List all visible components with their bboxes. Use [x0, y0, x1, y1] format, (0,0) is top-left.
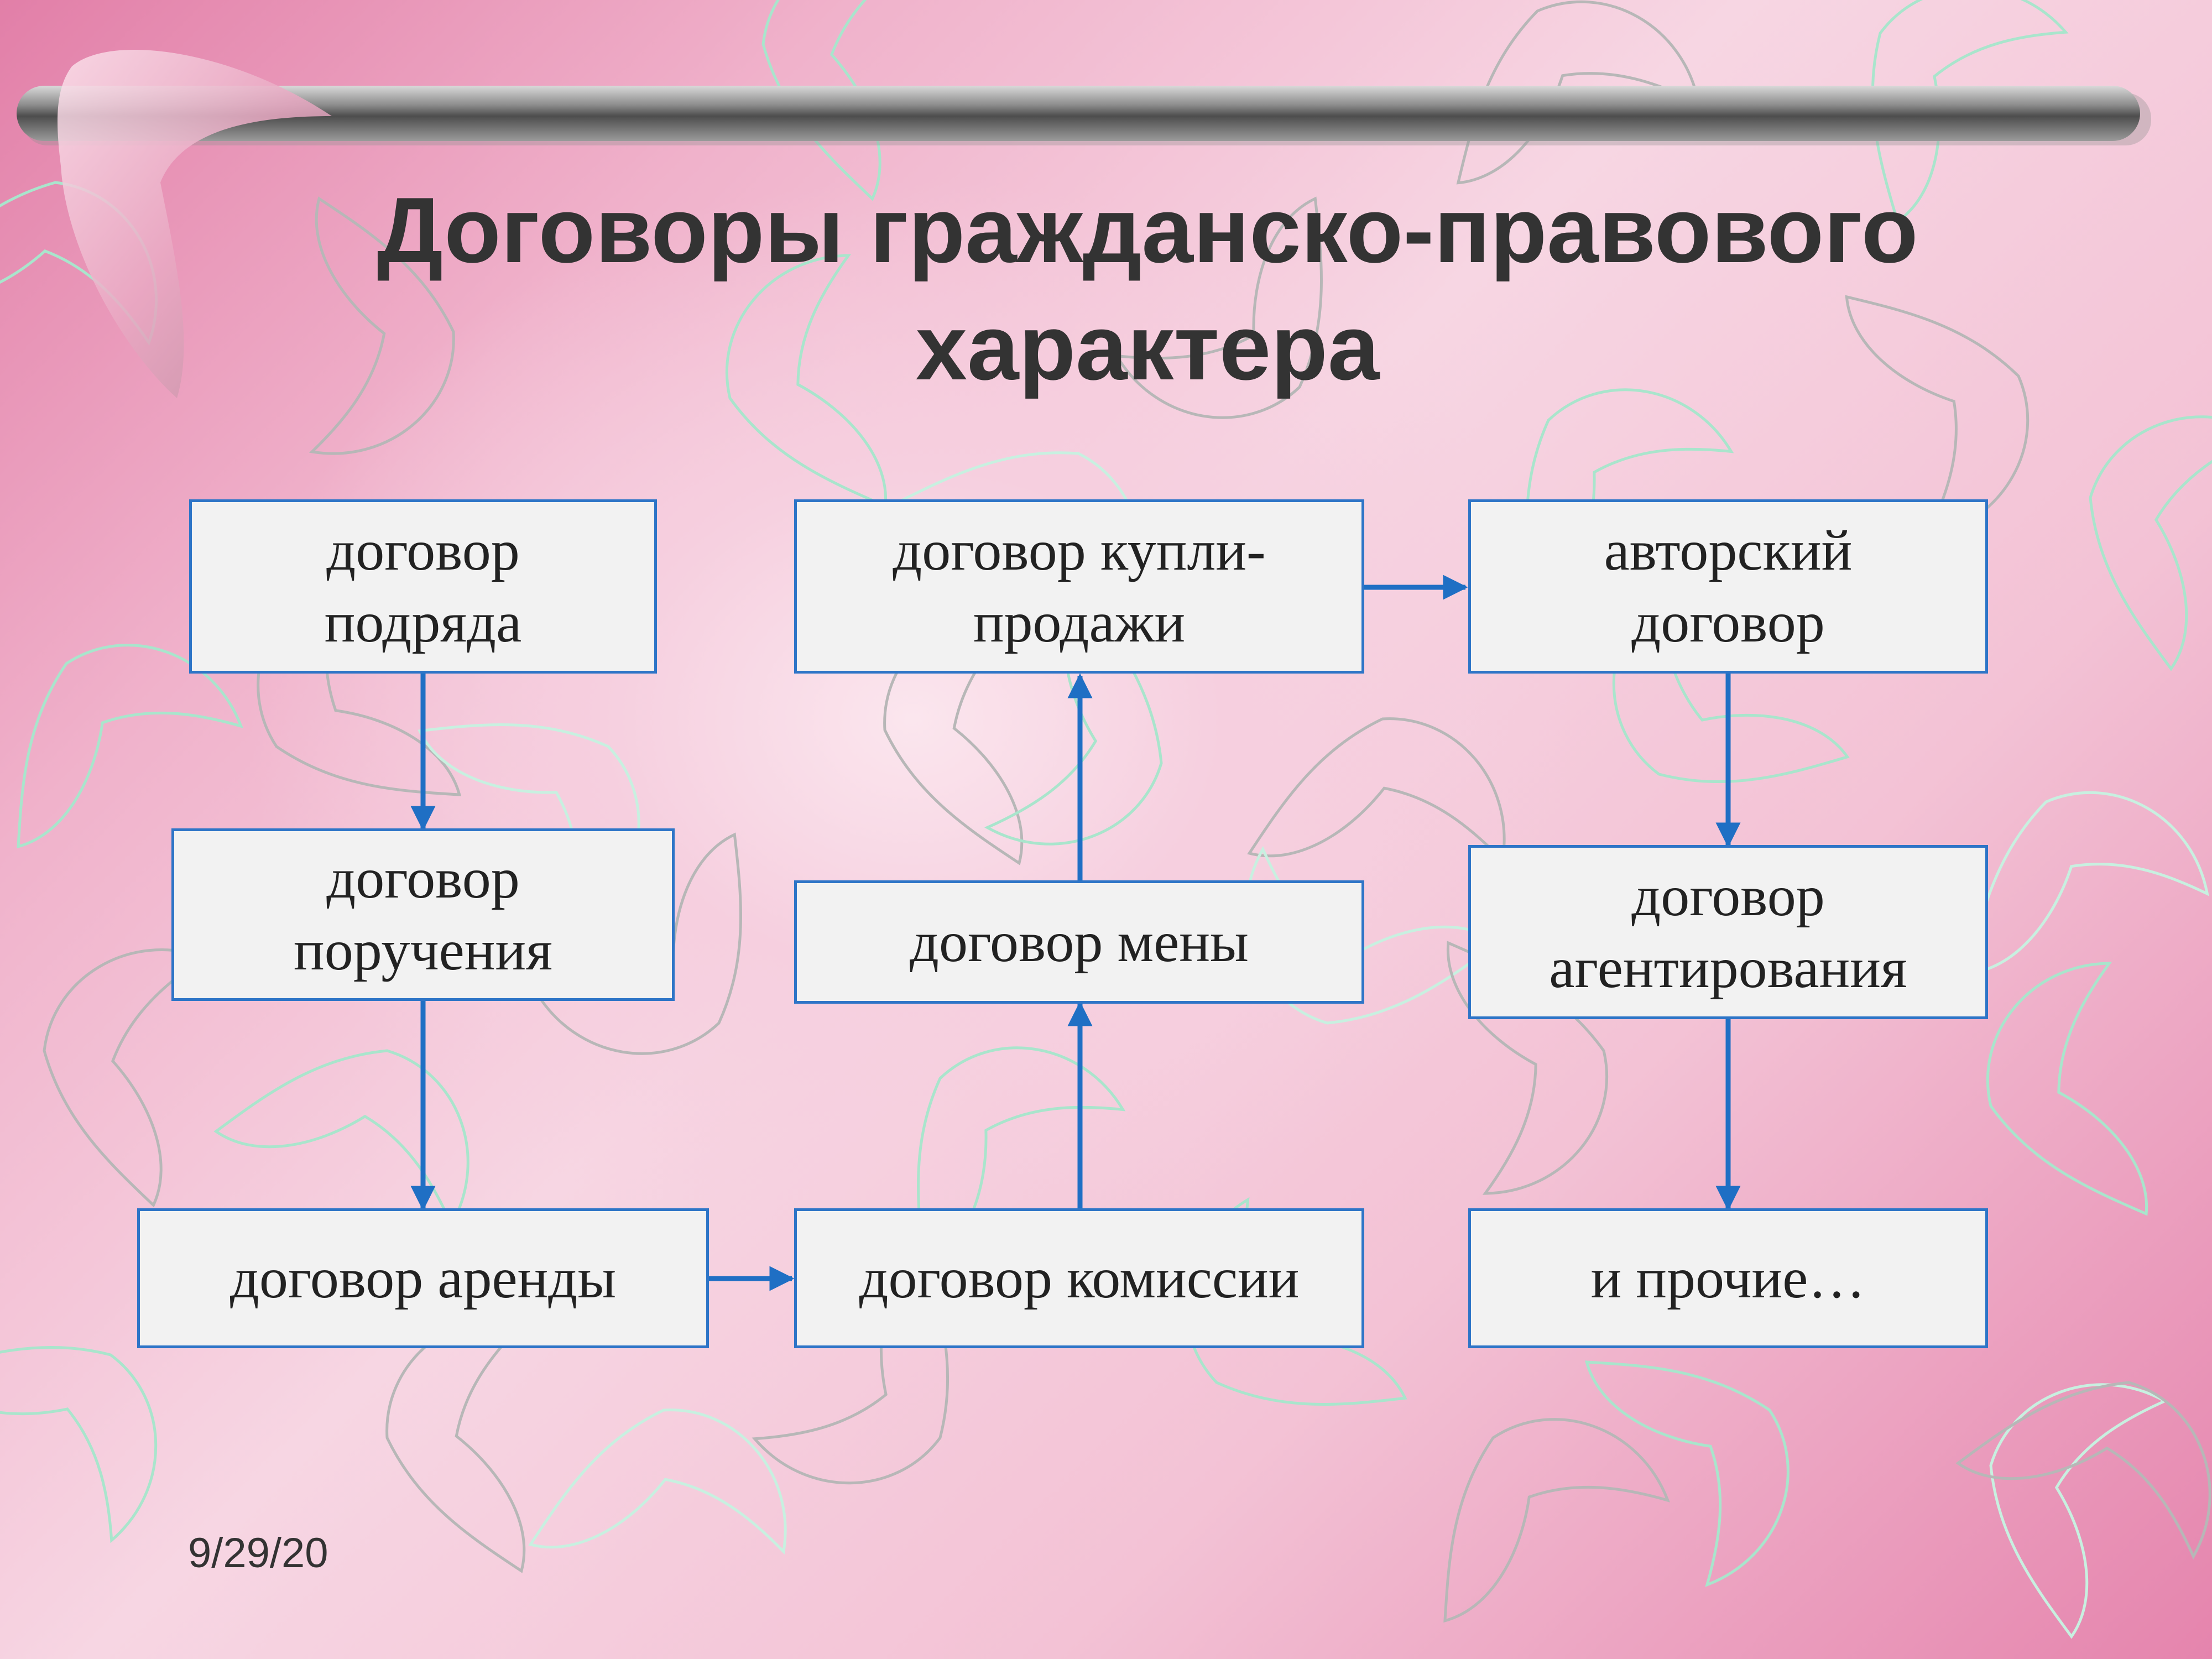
- node-dogovor-komissii: договор комиссии: [794, 1208, 1364, 1348]
- title-line-1: Договоры гражданско-правового: [238, 171, 2057, 289]
- node-dogovor-arendy: договор аренды: [137, 1208, 709, 1348]
- node-avtorsky-dogovor: авторский договор: [1468, 499, 1988, 674]
- slide-date: 9/29/20: [188, 1529, 328, 1577]
- node-dogovor-agentirovaniya: договор агентирования: [1468, 845, 1988, 1019]
- node-dogovor-meny: договор мены: [794, 880, 1364, 1004]
- node-dogovor-podryada: договор подряда: [189, 499, 657, 674]
- node-i-prochie: и прочие…: [1468, 1208, 1988, 1348]
- title-line-2: характера: [238, 289, 2057, 406]
- node-dogovor-porucheniya: договор поручения: [171, 828, 675, 1001]
- node-dogovor-kupli-prodazhi: договор купли-продажи: [794, 499, 1364, 674]
- page-title: Договоры гражданско-правового характера: [238, 171, 2057, 406]
